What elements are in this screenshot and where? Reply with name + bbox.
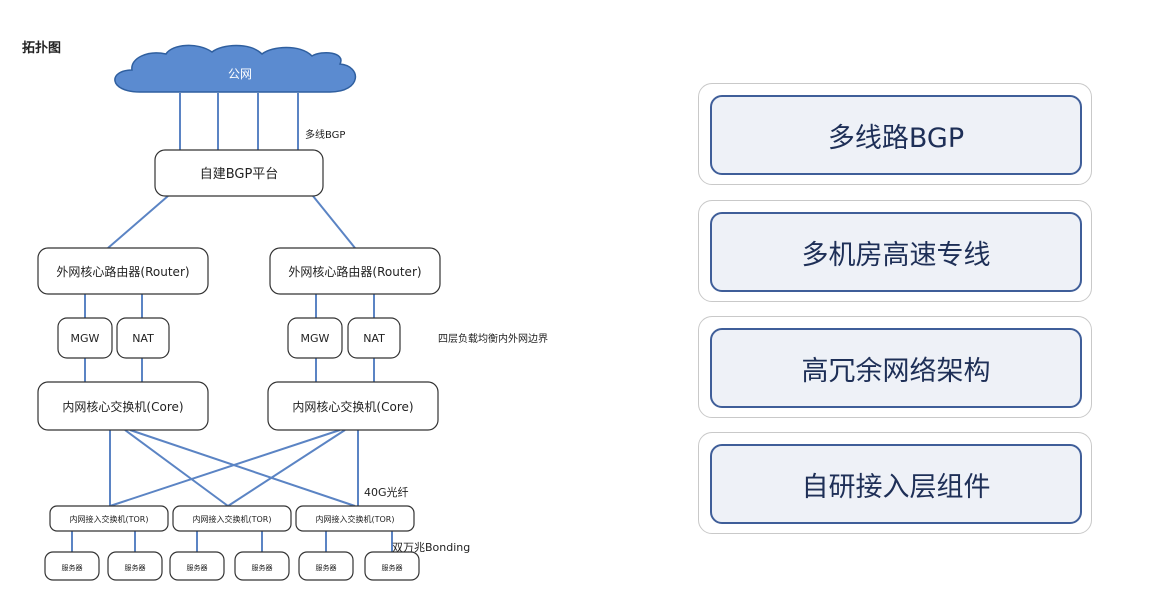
- server-2-label: 服务器: [125, 563, 146, 572]
- bgp-label: 多线BGP: [305, 128, 345, 141]
- cloud-label: 公网: [228, 67, 252, 81]
- feature-card-bgp: 多线路BGP: [698, 83, 1092, 185]
- lb-boundary-label: 四层负载均衡内外网边界: [438, 332, 548, 345]
- core-right-box: [267, 381, 439, 431]
- router-left-label: 外网核心路由器(Router): [56, 264, 189, 279]
- server-4-label: 服务器: [252, 563, 273, 572]
- server-2-box: [107, 551, 163, 581]
- tor-2-label: 内网接入交换机(TOR): [193, 514, 272, 524]
- feature-card-redundancy: 高冗余网络架构: [698, 316, 1092, 418]
- core-left-box: [37, 381, 209, 431]
- router-right-box: [269, 247, 441, 295]
- mgw-right-label: MGW: [301, 332, 330, 345]
- feature-card-access-layer: 自研接入层组件: [698, 432, 1092, 534]
- topology-diagram: 拓扑图 公网 多线BGP 自建BGP平台: [22, 40, 548, 581]
- tor-2-box: [172, 505, 292, 532]
- server-3-label: 服务器: [187, 563, 208, 572]
- core-left-label: 内网核心交换机(Core): [62, 399, 183, 414]
- mgw-left-box: [57, 317, 113, 359]
- tor-3-box: [295, 505, 415, 532]
- connection-lines: [71, 93, 393, 552]
- feature-label: 自研接入层组件: [710, 444, 1082, 524]
- mgw-left-label: MGW: [71, 332, 100, 345]
- public-network-cloud: 公网: [114, 44, 357, 93]
- tor-3-label: 内网接入交换机(TOR): [316, 514, 395, 524]
- router-right-label: 外网核心路由器(Router): [288, 264, 421, 279]
- server-6-box: [364, 551, 420, 581]
- server-4-box: [234, 551, 290, 581]
- server-6-label: 服务器: [382, 563, 403, 572]
- router-left-box: [37, 247, 209, 295]
- feature-label: 多线路BGP: [710, 95, 1082, 175]
- bonding-label: 双万兆Bonding: [392, 541, 470, 554]
- bgp-platform-label: 自建BGP平台: [200, 167, 279, 182]
- server-1-label: 服务器: [62, 563, 83, 572]
- nat-left-label: NAT: [132, 332, 154, 345]
- nat-right-box: [347, 317, 401, 359]
- server-1-box: [44, 551, 100, 581]
- feature-label: 多机房高速专线: [710, 212, 1082, 292]
- feature-card-dedicated-line: 多机房高速专线: [698, 200, 1092, 302]
- tor-1-label: 内网接入交换机(TOR): [70, 514, 149, 524]
- server-3-box: [169, 551, 225, 581]
- feature-label: 高冗余网络架构: [710, 328, 1082, 408]
- core-right-label: 内网核心交换机(Core): [292, 399, 413, 414]
- tor-1-box: [49, 505, 169, 532]
- bgp-platform-box: [154, 149, 324, 197]
- nat-left-box: [116, 317, 170, 359]
- mgw-right-box: [287, 317, 343, 359]
- server-5-box: [298, 551, 354, 581]
- diagram-title: 拓扑图: [22, 40, 61, 56]
- fiber-label: 40G光纤: [364, 485, 409, 499]
- server-5-label: 服务器: [316, 563, 337, 572]
- nat-right-label: NAT: [363, 332, 385, 345]
